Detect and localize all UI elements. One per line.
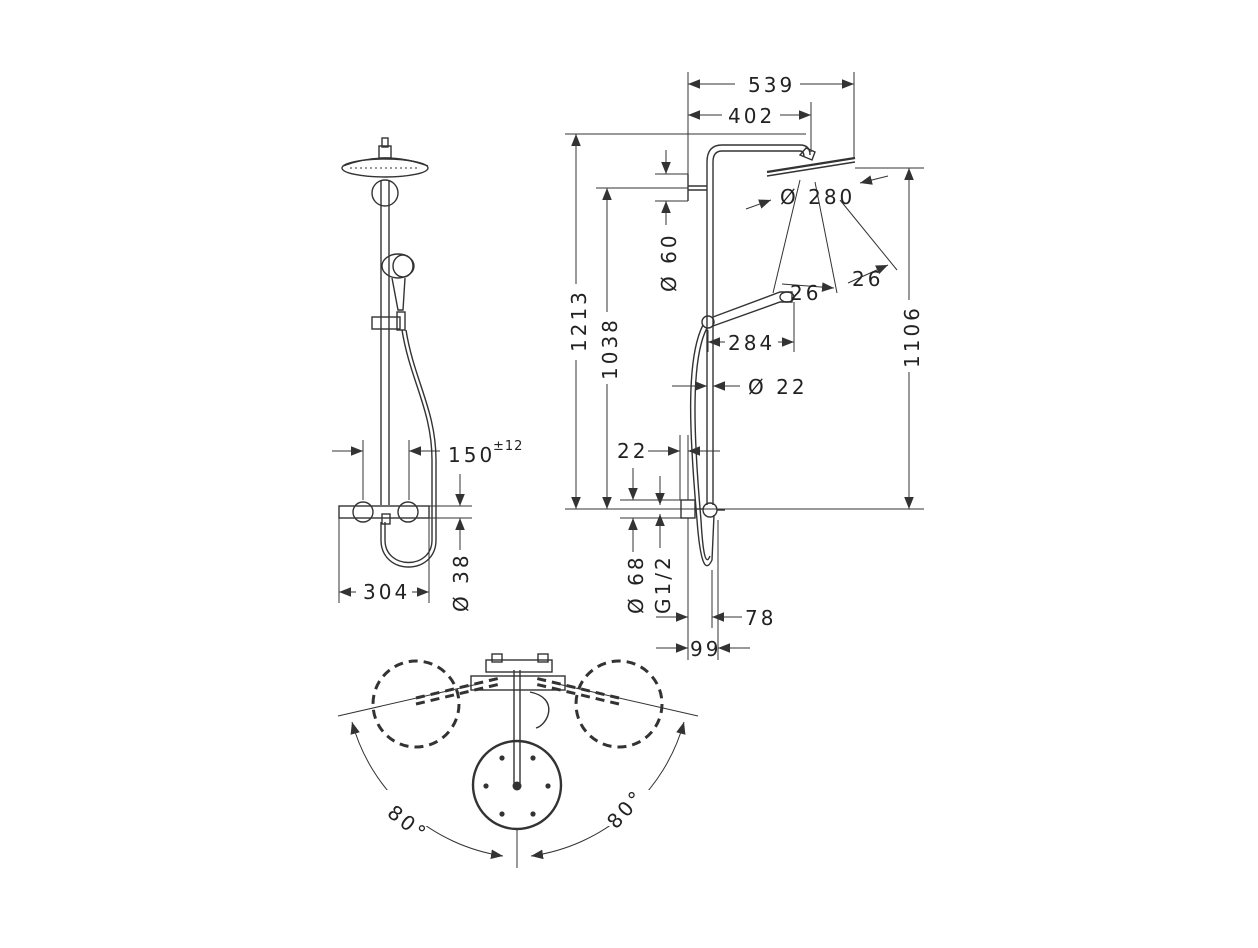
dim-diameter-280: Ø 280 xyxy=(780,185,855,209)
side-wall-bracket xyxy=(687,174,707,201)
front-thermostat xyxy=(338,501,430,525)
dim-99: 99 xyxy=(690,637,721,661)
dim-diameter-38: Ø 38 xyxy=(449,552,473,612)
front-view: 304 150 ±12 Ø 38 xyxy=(332,137,523,612)
dim-284: 284 xyxy=(728,331,775,355)
front-hose xyxy=(384,329,433,564)
front-overhead-shower xyxy=(341,137,429,207)
side-hose xyxy=(689,324,715,567)
dim-diameter-68: Ø 68 xyxy=(624,554,648,614)
dim-diameter-60: Ø 60 xyxy=(657,232,681,292)
side-riser-rail xyxy=(706,144,811,505)
front-hand-shower xyxy=(371,253,415,331)
dim-diameter-22: Ø 22 xyxy=(748,375,808,399)
dim-150: 150 xyxy=(448,443,495,467)
dim-304: 304 xyxy=(363,580,410,604)
top-thermostat xyxy=(470,653,566,729)
dim-1213: 1213 xyxy=(567,289,591,352)
dim-1106: 1106 xyxy=(900,305,924,368)
dim-402: 402 xyxy=(728,104,775,128)
dim-thread-g12: G1/2 xyxy=(651,554,675,614)
dim-78: 78 xyxy=(745,606,776,630)
dim-angle-26-b: 26 xyxy=(852,267,883,291)
front-riser-rail xyxy=(380,180,390,505)
side-overhead-shower xyxy=(766,147,856,177)
side-view: 539 402 Ø 280 26 26 Ø 60 284 Ø 22 xyxy=(565,72,924,661)
dim-22-wall-gap: 22 xyxy=(617,439,648,463)
top-view: 80° 80° xyxy=(337,653,699,868)
side-hand-shower xyxy=(701,291,795,329)
dim-539: 539 xyxy=(748,73,795,97)
dim-150-tolerance: ±12 xyxy=(493,439,523,454)
dim-angle-26-a: 26 xyxy=(790,281,821,305)
dim-1038: 1038 xyxy=(598,317,622,380)
